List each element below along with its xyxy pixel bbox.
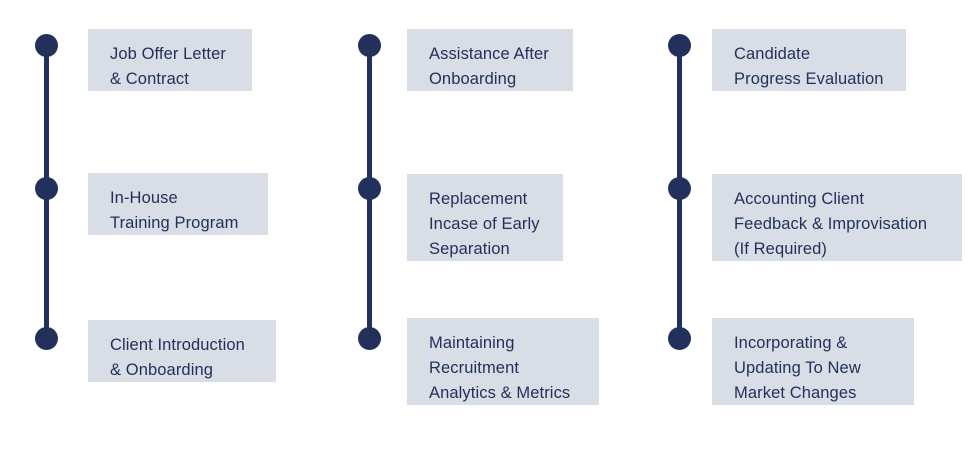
timeline-node-dot-icon	[35, 33, 58, 57]
timeline-step-label: Replacement Incase of Early Separation	[407, 174, 563, 261]
timeline-node-dot-icon	[668, 326, 691, 350]
timeline-step-label: In-House Training Program	[88, 173, 268, 235]
timeline-step-label: Incorporating & Updating To New Market C…	[712, 318, 914, 405]
timeline-node-dot-icon	[358, 326, 381, 350]
timeline-node-dot-icon	[35, 176, 58, 200]
timeline-step-label: Candidate Progress Evaluation	[712, 29, 906, 91]
timeline-step-label: Maintaining Recruitment Analytics & Metr…	[407, 318, 599, 405]
timeline-step-label: Client Introduction & Onboarding	[88, 320, 276, 382]
timeline-step-label: Assistance After Onboarding	[407, 29, 573, 91]
timeline-node-dot-icon	[668, 33, 691, 57]
timeline-step-label: Job Offer Letter & Contract	[88, 29, 252, 91]
timeline-step-label: Accounting Client Feedback & Improvisati…	[712, 174, 962, 261]
timeline-node-dot-icon	[358, 33, 381, 57]
timeline-node-dot-icon	[35, 326, 58, 350]
timeline-node-dot-icon	[358, 176, 381, 200]
timeline-node-dot-icon	[668, 176, 691, 200]
